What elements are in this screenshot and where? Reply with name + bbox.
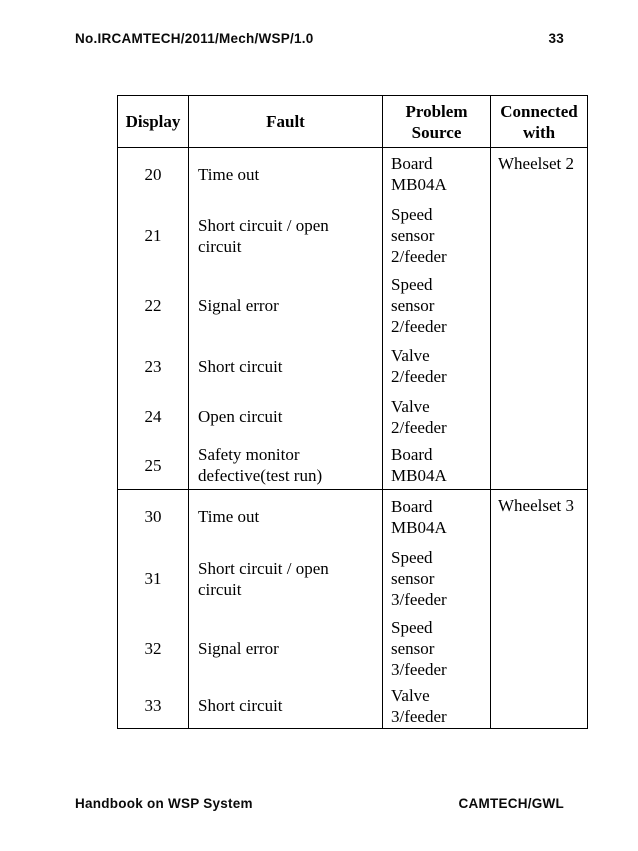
table-row: 23 Short circuit Valve 2/feeder bbox=[117, 340, 588, 392]
fault-cell: Safety monitor defective(test run) bbox=[188, 441, 383, 490]
col-header-display: Display bbox=[117, 95, 189, 148]
page-number: 33 bbox=[548, 31, 564, 46]
doc-number: No.IRCAMTECH/2011/Mech/WSP/1.0 bbox=[75, 31, 314, 46]
problem-source-cell: Speed sensor 3/feeder bbox=[382, 543, 491, 614]
display-cell: 20 bbox=[117, 147, 189, 201]
fault-cell: Signal error bbox=[188, 613, 383, 684]
problem-source-cell: Board MB04A bbox=[382, 441, 491, 490]
display-cell: 23 bbox=[117, 340, 189, 392]
display-cell: 31 bbox=[117, 543, 189, 614]
fault-cell: Signal error bbox=[188, 270, 383, 341]
display-cell: 33 bbox=[117, 683, 189, 729]
page-header: No.IRCAMTECH/2011/Mech/WSP/1.0 33 bbox=[75, 31, 564, 46]
display-cell: 24 bbox=[117, 391, 189, 442]
table-row: 31 Short circuit / open circuit Speed se… bbox=[117, 543, 588, 614]
col-header-fault: Fault bbox=[188, 95, 383, 148]
table-row: 22 Signal error Speed sensor 2/feeder bbox=[117, 270, 588, 341]
connected-with-cell: Wheelset 2 bbox=[490, 147, 588, 490]
col-header-problem-source: Problem Source bbox=[382, 95, 491, 148]
display-cell: 22 bbox=[117, 270, 189, 341]
table-row: 21 Short circuit / open circuit Speed se… bbox=[117, 200, 588, 271]
fault-cell: Short circuit / open circuit bbox=[188, 200, 383, 271]
table-header-row: Display Fault Problem Source Connected w… bbox=[117, 95, 588, 148]
fault-cell: Short circuit / open circuit bbox=[188, 543, 383, 614]
fault-table: Display Fault Problem Source Connected w… bbox=[117, 95, 588, 729]
table-row: 20 Time out Board MB04A Wheelset 2 bbox=[117, 147, 588, 490]
table-row: 25 Safety monitor defective(test run) Bo… bbox=[117, 441, 588, 490]
table-row: 30 Time out Board MB04A Wheelset 3 bbox=[117, 489, 588, 729]
fault-cell: Time out bbox=[188, 489, 383, 544]
problem-source-cell: Valve 2/feeder bbox=[382, 391, 491, 442]
problem-source-cell: Valve 3/feeder bbox=[382, 683, 491, 729]
problem-source-cell: Board MB04A bbox=[382, 147, 491, 201]
fault-cell: Short circuit bbox=[188, 340, 383, 392]
display-cell: 30 bbox=[117, 489, 189, 544]
fault-cell: Short circuit bbox=[188, 683, 383, 729]
problem-source-cell: Speed sensor 3/feeder bbox=[382, 613, 491, 684]
display-cell: 21 bbox=[117, 200, 189, 271]
problem-source-cell: Board MB04A bbox=[382, 489, 491, 544]
table-row: 24 Open circuit Valve 2/feeder bbox=[117, 391, 588, 442]
display-cell: 25 bbox=[117, 441, 189, 490]
fault-cell: Time out bbox=[188, 147, 383, 201]
col-header-connected-with: Connected with bbox=[490, 95, 588, 148]
problem-source-cell: Speed sensor 2/feeder bbox=[382, 200, 491, 271]
display-cell: 32 bbox=[117, 613, 189, 684]
page-footer: Handbook on WSP System CAMTECH/GWL bbox=[75, 796, 564, 811]
table-row: 33 Short circuit Valve 3/feeder bbox=[117, 683, 588, 729]
fault-cell: Open circuit bbox=[188, 391, 383, 442]
footer-title: Handbook on WSP System bbox=[75, 796, 253, 811]
connected-with-cell: Wheelset 3 bbox=[490, 489, 588, 729]
footer-org: CAMTECH/GWL bbox=[458, 796, 564, 811]
problem-source-cell: Valve 2/feeder bbox=[382, 340, 491, 392]
table-row: 32 Signal error Speed sensor 3/feeder bbox=[117, 613, 588, 684]
problem-source-cell: Speed sensor 2/feeder bbox=[382, 270, 491, 341]
